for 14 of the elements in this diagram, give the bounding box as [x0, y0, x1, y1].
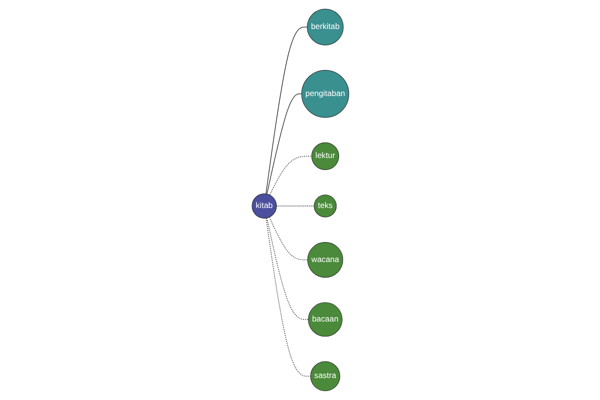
- connector: [266, 218, 308, 320]
- node-circle: wacana: [306, 242, 343, 278]
- connector: [265, 218, 310, 377]
- node-circle: kitab: [251, 194, 276, 219]
- node-circle: pengitaban: [300, 70, 349, 118]
- node-circle: sastra: [310, 361, 340, 392]
- node-circle: bacaan: [308, 302, 342, 337]
- connector: [268, 216, 308, 260]
- connector: [265, 26, 308, 194]
- connector: [268, 156, 312, 196]
- connector: [266, 94, 302, 194]
- node-circle: berkitab: [306, 8, 344, 46]
- node-circle: teks: [313, 194, 336, 218]
- node-circle: lektur: [310, 142, 339, 170]
